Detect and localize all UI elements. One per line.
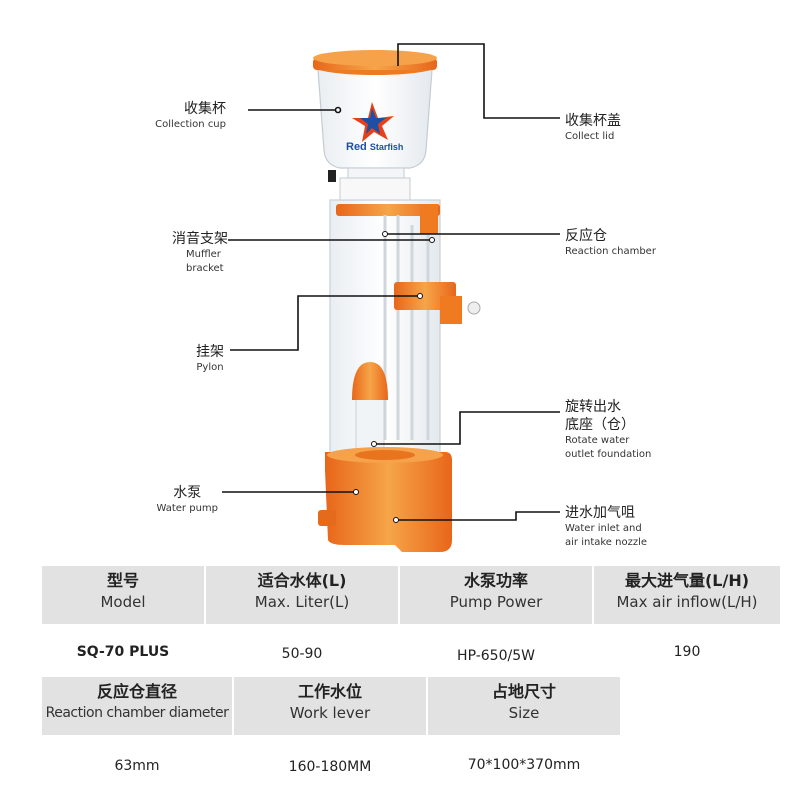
callout-inlet-nozzle: 进水加气咀 Water inlet and air intake nozzle bbox=[565, 505, 648, 548]
spec-value-model: SQ-70 PLUS bbox=[76, 644, 170, 660]
spec-value-max-liter: 50-90 bbox=[281, 646, 323, 662]
spec-header-size: 占地尺寸 Size bbox=[428, 677, 620, 735]
spec-value-work-level: 160-180MM bbox=[288, 759, 372, 775]
callout-muffler-bracket: 消音支架 Muffler bracket bbox=[172, 231, 228, 274]
cup-base-ring bbox=[339, 177, 411, 201]
inlet-nozzle bbox=[318, 510, 336, 526]
callout-line-rotate-foundation bbox=[374, 411, 560, 445]
spec-header-model: 型号 Model bbox=[42, 566, 204, 624]
spec-value-air-inflow: 190 bbox=[673, 644, 701, 660]
brand-logo: Red Starfish bbox=[346, 141, 403, 153]
callout-line-collect-lid bbox=[397, 43, 560, 119]
spec-header-pump-power: 水泵功率 Pump Power bbox=[400, 566, 592, 624]
diffuser-cap bbox=[352, 362, 388, 400]
callout-reaction-chamber: 反应仓 Reaction chamber bbox=[565, 228, 656, 257]
callout-rotate-foundation: 旋转出水 底座（仓） Rotate water outlet foundatio… bbox=[565, 399, 652, 460]
product-diagram: Red Starfish bbox=[222, 43, 560, 552]
spec-value-chamber-diameter: 63mm bbox=[114, 758, 160, 774]
spec-header-max-liter: 适合水体(L) Max. Liter(L) bbox=[206, 566, 398, 624]
callout-line-pylon bbox=[230, 295, 420, 351]
spec-header-work-level: 工作水位 Work lever bbox=[234, 677, 426, 735]
callout-collection-cup: 收集杯 Collection cup bbox=[155, 101, 226, 130]
drain-knob bbox=[328, 170, 336, 182]
callout-pylon: 挂架 Pylon bbox=[196, 344, 224, 373]
callout-collect-lid: 收集杯盖 Collect lid bbox=[565, 113, 621, 142]
callout-line-inlet bbox=[396, 511, 560, 521]
spec-header-air-inflow: 最大进气量(L/H) Max air inflow(L/H) bbox=[594, 566, 780, 624]
muffler-bracket bbox=[336, 204, 440, 216]
water-pump bbox=[325, 452, 452, 552]
callout-water-pump: 水泵 Water pump bbox=[156, 485, 218, 514]
spec-header-chamber-diameter: 反应仓直径 Reaction chamber diameter bbox=[42, 677, 232, 735]
spec-value-pump-power: HP-650/5W bbox=[457, 648, 535, 664]
spec-value-size: 70*100*370mm bbox=[467, 757, 581, 773]
